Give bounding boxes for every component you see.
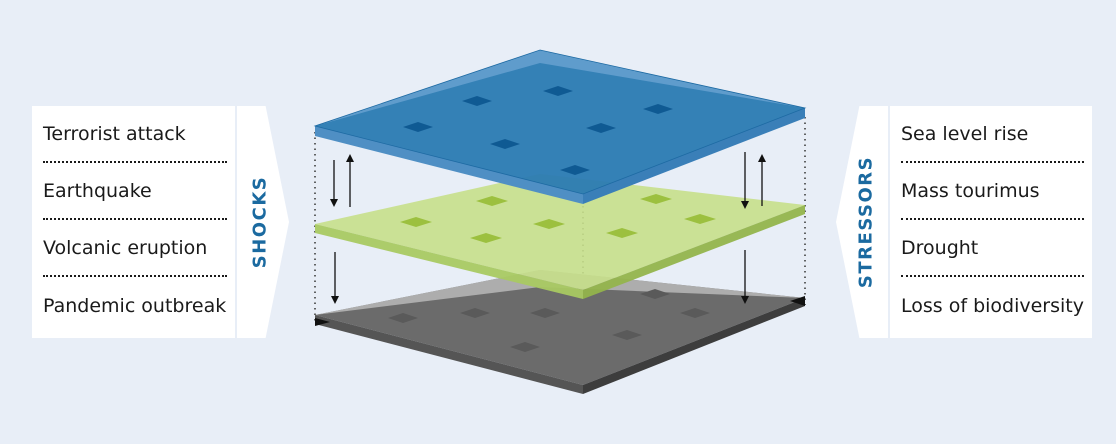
middle-layer <box>315 174 805 299</box>
shock-item-volcanic-eruption: Volcanic eruption <box>43 220 227 277</box>
stressor-item-loss-of-biodiversity: Loss of biodiversity <box>901 294 1084 317</box>
interaction-arrows <box>330 152 766 304</box>
stressor-item-drought: Drought <box>901 220 1084 277</box>
top-layer <box>313 49 807 204</box>
stressor-item-mass-tourism: Mass tourimus <box>901 163 1084 220</box>
stressors-list: Sea level rise Mass tourimus Drought Los… <box>890 106 1092 338</box>
shock-item-earthquake: Earthquake <box>43 163 227 220</box>
stressor-item-sea-level-rise: Sea level rise <box>901 106 1084 163</box>
shock-item-pandemic-outbreak: Pandemic outbreak <box>43 294 227 317</box>
shock-item-terrorist-attack: Terrorist attack <box>43 106 227 163</box>
shocks-list: Terrorist attack Earthquake Volcanic eru… <box>32 106 235 338</box>
bottom-layer <box>315 270 805 394</box>
